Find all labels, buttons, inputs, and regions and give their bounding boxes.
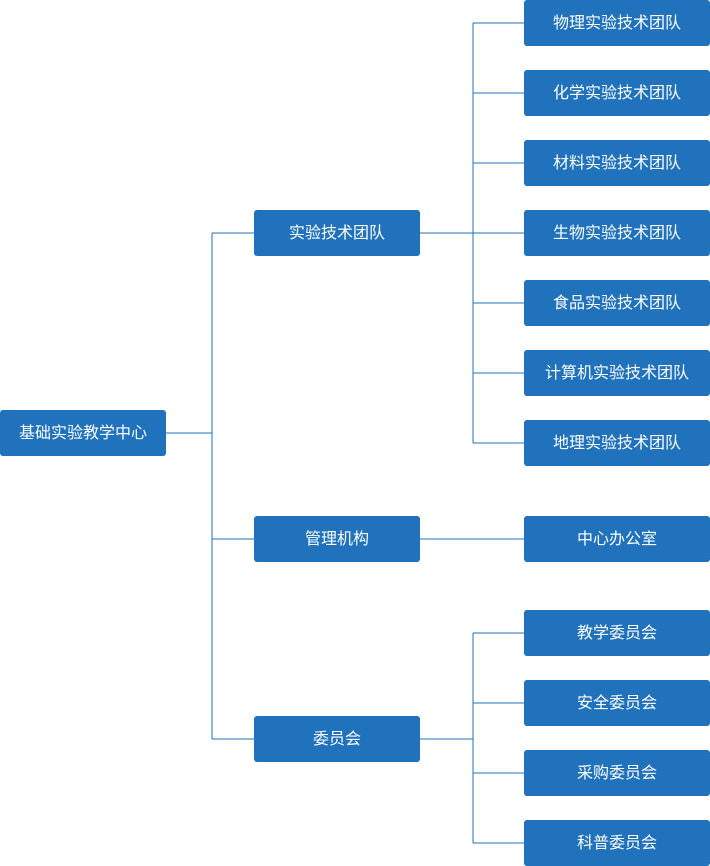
leaf-node-computer-team[interactable]: 计算机实验技术团队 [524, 350, 710, 396]
leaf-node-science-committee[interactable]: 科普委员会 [524, 820, 710, 866]
root-node[interactable]: 基础实验教学中心 [0, 410, 166, 456]
group-node-lab-tech-team[interactable]: 实验技术团队 [254, 210, 420, 256]
leaf-node-safety-committee[interactable]: 安全委员会 [524, 680, 710, 726]
leaf-node-physics-team[interactable]: 物理实验技术团队 [524, 0, 710, 46]
leaf-node-teaching-committee[interactable]: 教学委员会 [524, 610, 710, 656]
group-node-management[interactable]: 管理机构 [254, 516, 420, 562]
leaf-node-purchasing-committee[interactable]: 采购委员会 [524, 750, 710, 796]
leaf-node-center-office[interactable]: 中心办公室 [524, 516, 710, 562]
leaf-node-geography-team[interactable]: 地理实验技术团队 [524, 420, 710, 466]
group-node-committee[interactable]: 委员会 [254, 716, 420, 762]
leaf-node-biology-team[interactable]: 生物实验技术团队 [524, 210, 710, 256]
leaf-node-chemistry-team[interactable]: 化学实验技术团队 [524, 70, 710, 116]
leaf-node-food-team[interactable]: 食品实验技术团队 [524, 280, 710, 326]
leaf-node-materials-team[interactable]: 材料实验技术团队 [524, 140, 710, 186]
